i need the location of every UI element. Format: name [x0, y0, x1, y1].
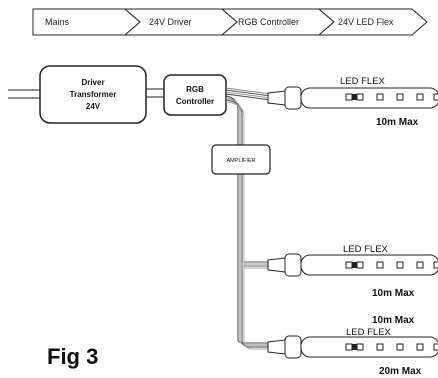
led-chip-2: [352, 344, 357, 350]
driver-label-line1: Driver: [81, 78, 104, 87]
led-chip-2: [352, 94, 357, 100]
strip-2-label: LED FLEX: [343, 244, 389, 255]
strip-3-max: 10m Max: [372, 315, 415, 326]
connector-plug: [267, 90, 286, 106]
driver-label-line2: Transformer: [70, 90, 117, 99]
connector-body: [284, 335, 302, 359]
flow-step-flex-label: 24V LED Flex: [338, 17, 394, 27]
led-chip-1: [345, 93, 353, 101]
led-chip-2: [352, 262, 357, 268]
led-chip-6: [416, 343, 424, 351]
flow-step-mains-label: Mains: [45, 17, 70, 27]
connector-body: [284, 253, 302, 277]
connector-body: [284, 86, 302, 110]
driver-controller-wires: [146, 88, 164, 98]
flow-step-driver-label: 24V Driver: [149, 17, 192, 27]
driver-label-line3: 24V: [86, 102, 101, 111]
connector-plug: [267, 339, 286, 355]
mains-wires: [8, 89, 40, 99]
cable-branch-strip-2: [244, 261, 270, 269]
led-chip-7: [433, 343, 438, 351]
flow-chevron-bar: Mains 24V Driver RGB Controller 24V LED …: [32, 8, 428, 36]
strip-1-max: 10m Max: [376, 117, 419, 128]
vertical-trunk-cable: [225, 95, 270, 350]
led-chip-3: [356, 93, 364, 101]
led-chip-3: [356, 261, 364, 269]
led-chip-1: [345, 343, 353, 351]
led-strip-3: 10m Max LED FLEX: [346, 315, 415, 338]
controller-label-line2: Controller: [176, 97, 214, 106]
flex-strip-body: [300, 254, 438, 276]
connector-plug: [267, 257, 286, 273]
led-chip-5: [396, 343, 404, 351]
controller-label-line1: RGB: [186, 85, 204, 94]
strip-1-label: LED FLEX: [340, 76, 386, 87]
figure-label: Fig 3: [47, 344, 98, 369]
led-chip-6: [416, 93, 424, 101]
strip-2-max: 10m Max: [372, 288, 415, 299]
led-strip-1: LED FLEX 10m Max: [267, 76, 438, 128]
led-chip-3: [356, 343, 364, 351]
amplifier-label: AMPLIFIER: [226, 158, 255, 164]
flex-strip-body: [300, 87, 438, 109]
led-chip-5: [396, 261, 404, 269]
rgb-controller-box: [163, 74, 227, 116]
strip-3-label: LED FLEX: [346, 327, 392, 338]
flex-strip-body: [300, 336, 438, 358]
strip-4-max: 20m Max: [379, 366, 422, 377]
flow-step-controller-label: RGB Controller: [238, 17, 299, 27]
led-chip-6: [416, 261, 424, 269]
led-chip-4: [376, 93, 384, 101]
led-chip-4: [376, 261, 384, 269]
led-chip-7: [433, 261, 438, 269]
led-chip-4: [376, 343, 384, 351]
driver-transformer-box: [39, 65, 147, 124]
led-chip-5: [396, 93, 404, 101]
led-strip-4: 20m Max: [267, 335, 438, 377]
amplifier-box: [211, 144, 271, 175]
flow-step-flex: [317, 8, 428, 36]
led-strip-2: LED FLEX 10m Max: [267, 244, 438, 299]
led-chip-7: [433, 93, 438, 101]
led-chip-1: [345, 261, 353, 269]
